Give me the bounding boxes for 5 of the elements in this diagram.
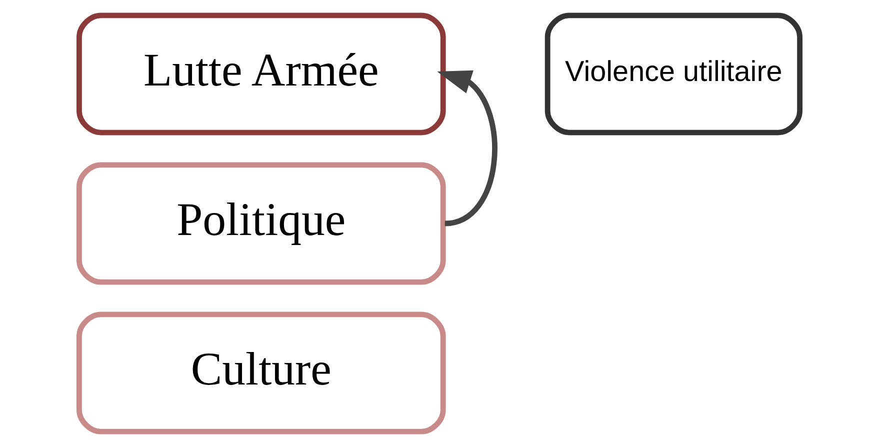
node-box: Violence utilitaire: [544, 12, 802, 136]
node-box: Lutte Armée: [76, 12, 446, 136]
node-box: Culture: [76, 312, 446, 434]
node-box: Politique: [76, 162, 446, 285]
arrow: [437, 70, 498, 226]
